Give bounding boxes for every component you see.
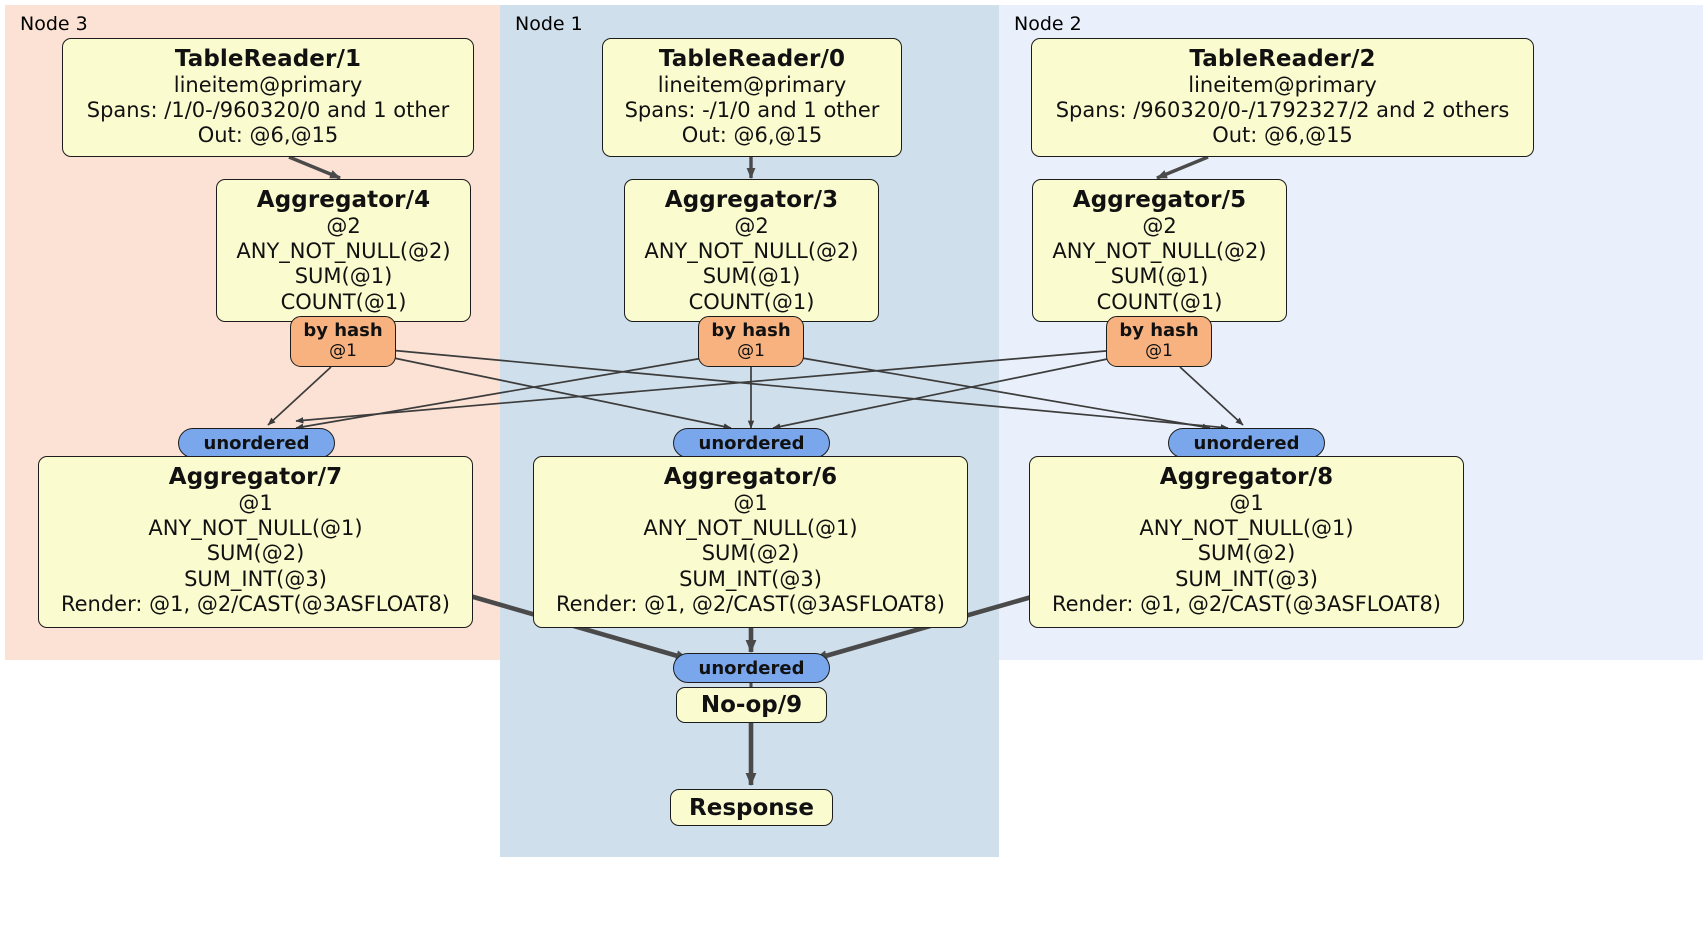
processor-line: SUM(@1) [294,264,393,289]
processor-title: Aggregator/4 [256,187,431,213]
processor-line: ANY_NOT_NULL(@2) [1052,239,1267,264]
processor-title: Aggregator/7 [168,464,343,490]
processor-tablereader-0[interactable]: TableReader/0 lineitem@primary Spans: -/… [602,38,902,157]
processor-title: TableReader/2 [1189,46,1376,72]
processor-aggregator-5[interactable]: Aggregator/5 @2 ANY_NOT_NULL(@2) SUM(@1)… [1032,179,1287,322]
processor-line: COUNT(@1) [688,289,815,314]
processor-line: SUM(@1) [1110,264,1209,289]
processor-line: lineitem@primary [173,73,363,98]
processor-tablereader-1[interactable]: TableReader/1 lineitem@primary Spans: /1… [62,38,474,157]
processor-title: Aggregator/3 [664,187,839,213]
processor-line: lineitem@primary [657,73,847,98]
edge-tablereader2-aggregator5 [1156,155,1209,180]
receiver-label: unordered [1193,433,1300,454]
router-kind-label: by hash [303,320,383,341]
processor-line: SUM(@2) [206,541,305,566]
processor-line: ANY_NOT_NULL(@2) [236,239,451,264]
processor-line: COUNT(@1) [1096,289,1223,314]
processor-line: @1 [733,491,768,516]
processor-line: Render: @1, @2/CAST(@3ASFLOAT8) [555,591,946,616]
router-by-hash-left[interactable]: by hash @1 [290,316,396,367]
router-column-label: @1 [737,340,765,361]
receiver-unordered-right[interactable]: unordered [1168,428,1325,458]
processor-line: SUM_INT(@3) [184,566,327,591]
edge-hashleft-unorderedright [388,349,1229,431]
edge-hashcenter-unorderedright [795,356,1211,430]
router-kind-label: by hash [1119,320,1199,341]
processor-aggregator-8[interactable]: Aggregator/8 @1 ANY_NOT_NULL(@1) SUM(@2)… [1029,456,1464,628]
node-label-node3: Node 3 [20,13,88,35]
processor-line: SUM_INT(@3) [679,566,822,591]
processor-response[interactable]: Response [670,789,833,826]
receiver-label: unordered [698,433,805,454]
processor-line: @2 [734,214,769,239]
processor-line: Spans: /1/0-/960320/0 and 1 other [86,98,450,123]
router-kind-label: by hash [711,320,791,341]
receiver-unordered-final[interactable]: unordered [673,653,830,683]
router-by-hash-right[interactable]: by hash @1 [1106,316,1212,367]
processor-line: @2 [326,214,361,239]
processor-line: Render: @1, @2/CAST(@3ASFLOAT8) [60,591,451,616]
edge-hashright-unorderedleft [295,349,1118,424]
processor-aggregator-7[interactable]: Aggregator/7 @1 ANY_NOT_NULL(@1) SUM(@2)… [38,456,473,628]
node-label-node2: Node 2 [1014,13,1082,35]
processor-line: ANY_NOT_NULL(@1) [148,516,363,541]
processor-line: Spans: /960320/0-/1792327/2 and 2 others [1055,98,1510,123]
processor-line: Out: @6,@15 [681,123,823,148]
receiver-unordered-left[interactable]: unordered [178,428,335,458]
processor-line: ANY_NOT_NULL(@1) [1139,516,1354,541]
processor-title: Aggregator/5 [1072,187,1247,213]
processor-title: TableReader/0 [658,46,846,72]
processor-line: Out: @6,@15 [1212,123,1353,148]
processor-line: Render: @1, @2/CAST(@3ASFLOAT8) [1051,591,1442,616]
processor-line: ANY_NOT_NULL(@2) [644,239,859,264]
processor-aggregator-6[interactable]: Aggregator/6 @1 ANY_NOT_NULL(@1) SUM(@2)… [533,456,968,628]
processor-noop-9[interactable]: No-op/9 [676,687,827,723]
router-column-label: @1 [1145,340,1173,361]
receiver-label: unordered [698,658,805,679]
edge-hashleft-unorderedcenter [388,356,732,430]
processor-line: lineitem@primary [1188,73,1377,98]
processor-title: TableReader/1 [174,46,362,72]
processor-aggregator-4[interactable]: Aggregator/4 @2 ANY_NOT_NULL(@2) SUM(@1)… [216,179,471,322]
processor-line: ANY_NOT_NULL(@1) [643,516,858,541]
processor-line: SUM(@2) [701,541,800,566]
processor-aggregator-3[interactable]: Aggregator/3 @2 ANY_NOT_NULL(@2) SUM(@1)… [624,179,879,322]
processor-line: Spans: -/1/0 and 1 other [624,98,880,123]
processor-title: Aggregator/8 [1159,464,1334,490]
processor-title: No-op/9 [700,692,803,718]
edge-hashright-unorderedright [1179,366,1244,426]
processor-title: Aggregator/6 [663,464,838,490]
router-column-label: @1 [329,340,357,361]
processor-line: Out: @6,@15 [197,123,339,148]
processor-title: Response [689,794,814,821]
receiver-unordered-center[interactable]: unordered [673,428,830,458]
edge-hashcenter-unorderedleft [295,356,710,430]
edge-hashleft-unorderedleft [267,366,332,426]
edge-tablereader1-aggregator4 [288,155,341,180]
processor-line: @1 [238,491,273,516]
processor-line: COUNT(@1) [280,289,407,314]
node-label-node1: Node 1 [515,13,583,35]
receiver-label: unordered [203,433,310,454]
processor-line: SUM(@2) [1197,541,1296,566]
processor-line: @1 [1229,491,1264,516]
edge-hashright-unorderedcenter [772,356,1118,430]
processor-tablereader-2[interactable]: TableReader/2 lineitem@primary Spans: /9… [1031,38,1534,157]
processor-line: SUM_INT(@3) [1175,566,1318,591]
router-by-hash-center[interactable]: by hash @1 [698,316,804,367]
processor-line: @2 [1142,214,1177,239]
processor-line: SUM(@1) [702,264,801,289]
